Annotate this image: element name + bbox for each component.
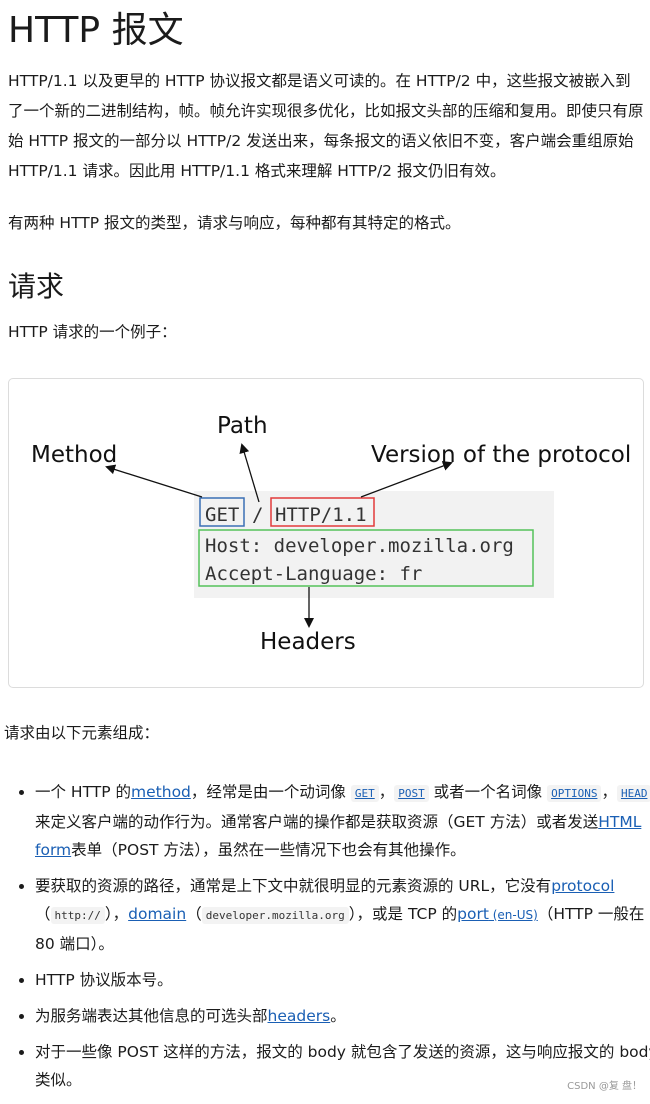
item-text: 。: [330, 1007, 346, 1025]
en-us-tag: (en-US): [488, 908, 538, 922]
item-text: （: [35, 905, 51, 923]
item-text: ，: [601, 783, 617, 801]
code-accept-language: Accept-Language: fr: [205, 563, 422, 585]
headers-link[interactable]: headers: [267, 1007, 331, 1025]
http-code: http://: [50, 907, 105, 924]
item-text: 要获取的资源的路径，通常是上下文中就很明显的元素资源的 URL，它没有: [35, 877, 552, 895]
version-box: [270, 497, 375, 527]
request-heading: 请求: [8, 270, 65, 303]
example-intro: HTTP 请求的一个例子：: [8, 323, 177, 341]
item-text: 表单（POST 方法），虽然在一些情况下也会有其他操作。: [71, 841, 466, 859]
item-text: 或者一个名词像: [428, 783, 548, 801]
method-link[interactable]: method: [131, 783, 191, 801]
item-text: 为服务端表达其他信息的可选头部: [35, 1007, 268, 1025]
item-text: HTTP 协议版本号。: [35, 971, 173, 989]
arrow-method: [105, 464, 203, 498]
watermark: CSDN @复 盘！: [567, 1081, 642, 1092]
code-version: HTTP/1.1: [275, 504, 367, 526]
http-request-diagram: GET / HTTP/1.1 Host: developer.mozilla.o…: [8, 378, 644, 688]
domain-code: developer.mozilla.org: [201, 907, 349, 924]
item-text: 一个 HTTP 的: [35, 783, 132, 801]
item-text: ，经常是由一个动词像: [190, 783, 351, 801]
request-elements-list: 一个 HTTP 的method，经常是由一个动词像 GET，POST 或者一个名…: [8, 778, 650, 1102]
list-item: HTTP 协议版本号。: [19, 966, 650, 994]
composed-paragraph: 请求由以下元素组成：: [4, 724, 160, 742]
page-title: HTTP 报文: [8, 10, 184, 51]
port-link[interactable]: port (en-US): [457, 905, 538, 923]
arrow-path: [239, 443, 260, 503]
list-item: 一个 HTTP 的method，经常是由一个动词像 GET，POST 或者一个名…: [19, 778, 650, 864]
domain-link[interactable]: domain: [128, 905, 187, 923]
list-item: 对于一些像 POST 这样的方法，报文的 body 就包含了发送的资源，这与响应…: [19, 1038, 650, 1094]
label-method: Method: [31, 442, 117, 468]
head-code-link[interactable]: HEAD: [616, 785, 650, 802]
method-box: [199, 497, 245, 527]
label-path: Path: [217, 413, 268, 439]
headers-box: [198, 529, 534, 587]
item-text: 对于一些像 POST 这样的方法，报文的 body 就包含了发送的资源，这与响应…: [35, 1043, 650, 1089]
list-item: 为服务端表达其他信息的可选头部headers。: [19, 1002, 650, 1030]
html-form-link[interactable]: HTML form: [35, 813, 642, 859]
item-text: ，: [378, 783, 395, 801]
item-text: ），: [104, 905, 129, 923]
diagram-svg: GET / HTTP/1.1 Host: developer.mozilla.o…: [31, 413, 631, 655]
options-code-link[interactable]: OPTIONS: [547, 785, 602, 802]
port-link-text: port: [457, 905, 489, 923]
item-text: ），或是 TCP 的: [348, 905, 458, 923]
get-code-link[interactable]: GET: [350, 785, 379, 802]
arrow-version: [360, 461, 453, 498]
code-method: GET: [205, 504, 239, 526]
post-code-link[interactable]: POST: [394, 785, 429, 802]
label-headers: Headers: [260, 629, 356, 655]
list-item: 要获取的资源的路径，通常是上下文中就很明显的元素资源的 URL，它没有proto…: [19, 872, 650, 958]
code-slash: /: [252, 504, 263, 526]
item-text: （: [186, 905, 202, 923]
label-version: Version of the protocol: [371, 442, 631, 468]
item-text: （HTTP 一般在 80 端口）。: [35, 905, 645, 953]
intro-paragraph: HTTP/1.1 以及更早的 HTTP 协议报文都是语义可读的。在 HTTP/2…: [8, 72, 644, 180]
item-text: 来定义客户端的动作行为。通常客户端的操作都是获取资源（GET 方法）或者发送: [35, 813, 599, 831]
protocol-link[interactable]: protocol: [551, 877, 615, 895]
code-host: Host: developer.mozilla.org: [205, 535, 514, 557]
message-types-paragraph: 有两种 HTTP 报文的类型，请求与响应，每种都有其特定的格式。: [8, 214, 461, 232]
